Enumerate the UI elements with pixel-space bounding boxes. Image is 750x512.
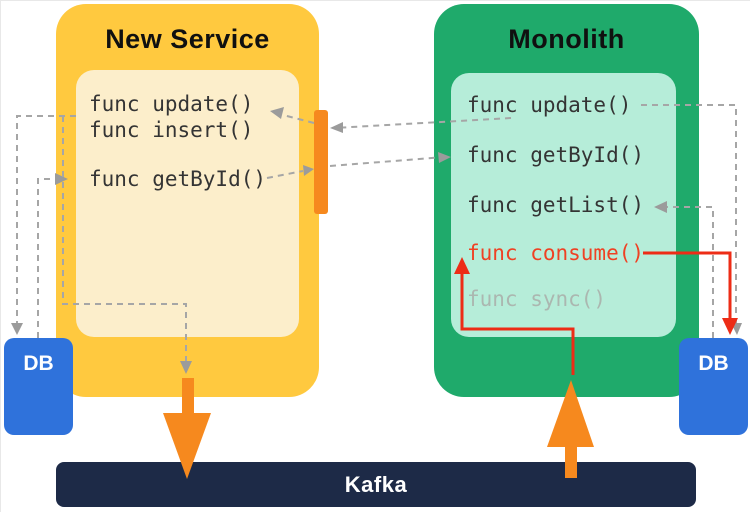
monolith-func-getbyid: func getById()	[467, 143, 645, 167]
new-service-title: New Service	[105, 24, 270, 54]
monolith-db: DB	[679, 338, 748, 435]
kafka-bar: Kafka	[56, 462, 696, 507]
monolith-title: Monolith	[508, 24, 625, 54]
new-service-func-getbyid: func getById()	[89, 167, 267, 191]
new-service-db: DB	[4, 338, 73, 435]
monolith-func-sync: func sync()	[467, 287, 607, 311]
new-service-func-update: func update()	[89, 92, 254, 116]
monolith-func-consume: func consume()	[467, 241, 645, 265]
proxy-interceptor-bar	[314, 110, 328, 214]
kafka-label: Kafka	[344, 471, 408, 497]
monolith-func-update: func update()	[467, 93, 632, 117]
new-service-func-insert: func insert()	[89, 118, 254, 142]
monolith-func-getlist: func getList()	[467, 193, 645, 217]
